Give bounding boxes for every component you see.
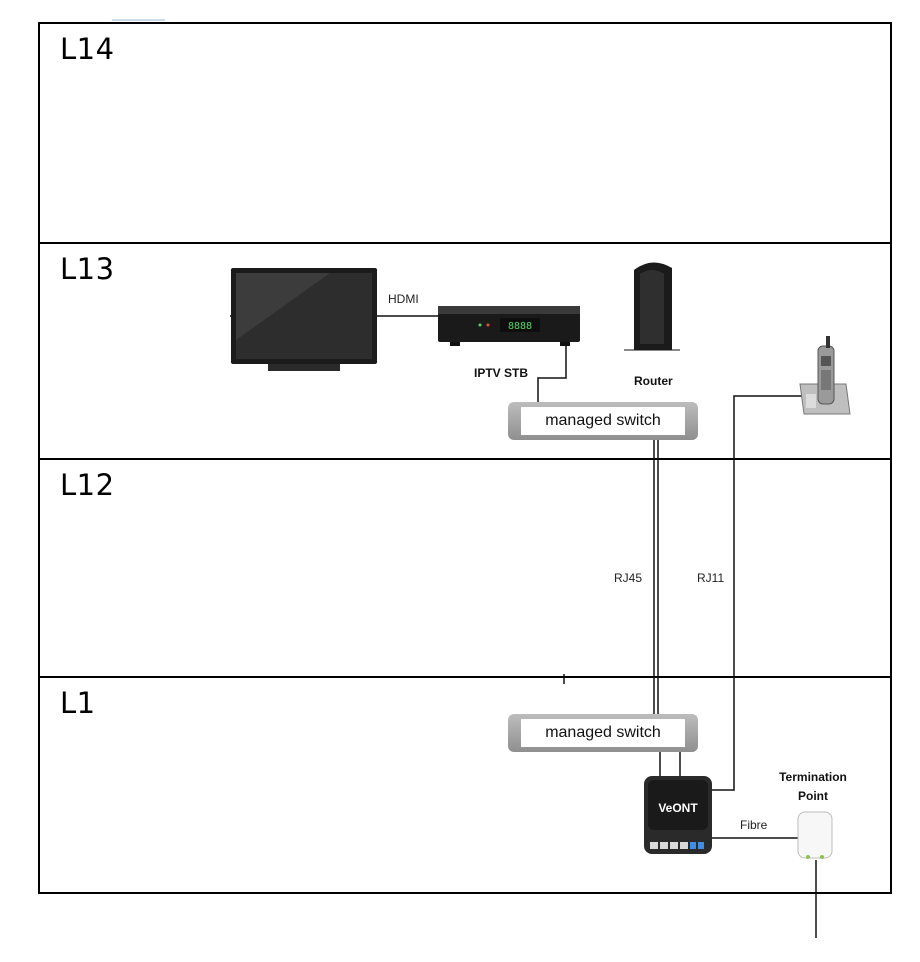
router-label: Router	[634, 374, 673, 388]
tv-icon	[231, 268, 377, 371]
hdmi-label: HDMI	[388, 292, 419, 306]
svg-text:8888: 8888	[508, 321, 532, 332]
floor-label: L12	[60, 468, 115, 502]
rj11-cable	[710, 395, 802, 791]
managed-switch-label: managed switch	[521, 407, 685, 435]
cables	[230, 315, 817, 938]
fibre-label: Fibre	[740, 818, 768, 832]
cordless-phone-icon	[799, 336, 851, 415]
iptv-stb-label: IPTV STB	[474, 366, 528, 380]
floor-l14: L14	[38, 22, 892, 244]
floor-label: L1	[60, 686, 96, 720]
router-icon	[634, 262, 672, 350]
rj45-label: RJ45	[614, 571, 642, 585]
floor-l1: L1	[38, 676, 892, 894]
termination-label-line2: Point	[798, 789, 828, 803]
rj11-label: RJ11	[697, 571, 724, 585]
stb-to-switch-cable	[537, 343, 567, 404]
set-top-box-icon: 8888	[438, 306, 580, 346]
veont-label: VeONT	[658, 801, 698, 815]
ont-device-icon	[644, 776, 712, 854]
floor-label: L14	[60, 32, 115, 66]
termination-point-icon	[797, 811, 833, 859]
managed-switch-top: managed switch	[508, 402, 698, 440]
managed-switch-bottom: managed switch	[508, 714, 698, 752]
floor-l12: L12	[38, 458, 892, 678]
managed-switch-label: managed switch	[521, 719, 685, 747]
termination-label-line1: Termination	[779, 770, 847, 784]
floor-label: L13	[60, 252, 115, 286]
